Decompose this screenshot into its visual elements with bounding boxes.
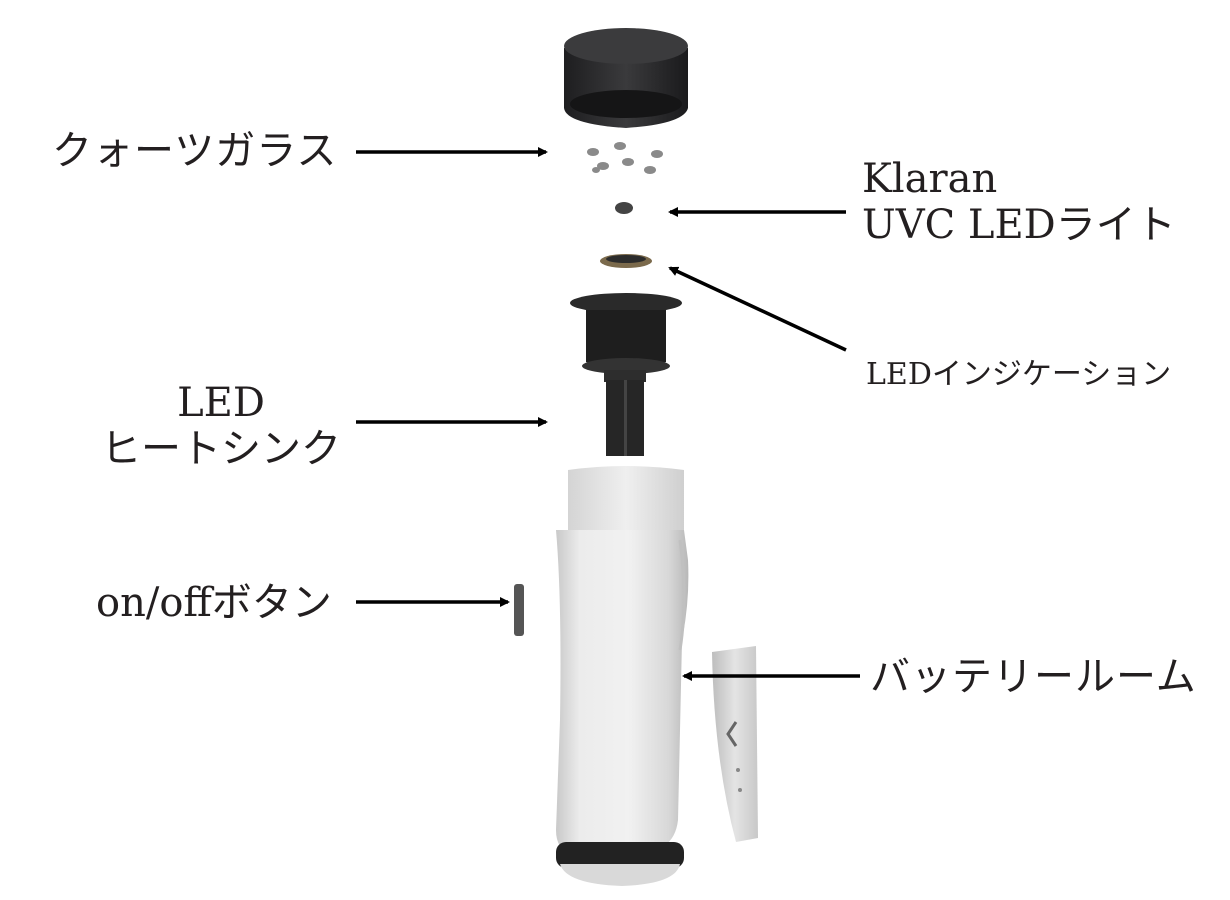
label-led-indication: LEDインジケーション	[866, 357, 1172, 392]
led-indication-ring	[600, 254, 652, 268]
uvc-led-chip	[615, 202, 633, 214]
device-body	[556, 466, 689, 886]
callout-arrows	[356, 147, 860, 681]
battery-cover	[712, 646, 758, 842]
on-off-button-part	[514, 584, 524, 636]
label-heatsink-line2: ヒートシンク	[101, 426, 341, 472]
heatsink	[570, 293, 682, 456]
arrow-led-indication	[668, 266, 847, 352]
label-heatsink-line1: LED	[177, 380, 265, 426]
label-heatsink: LED ヒートシンク	[90, 380, 352, 472]
quartz-glass-pieces	[587, 142, 663, 174]
label-uvc-led-line1: Klaran	[862, 156, 998, 202]
label-on-off-button: on/offボタン	[96, 580, 332, 626]
label-battery-room: バッテリールーム	[870, 654, 1197, 700]
cap	[564, 28, 688, 128]
label-quartz-glass: クォーツガラス	[52, 128, 338, 174]
label-uvc-led: Klaran UVC LEDライト	[862, 156, 1176, 248]
label-uvc-led-line2: UVC LEDライト	[862, 202, 1176, 248]
